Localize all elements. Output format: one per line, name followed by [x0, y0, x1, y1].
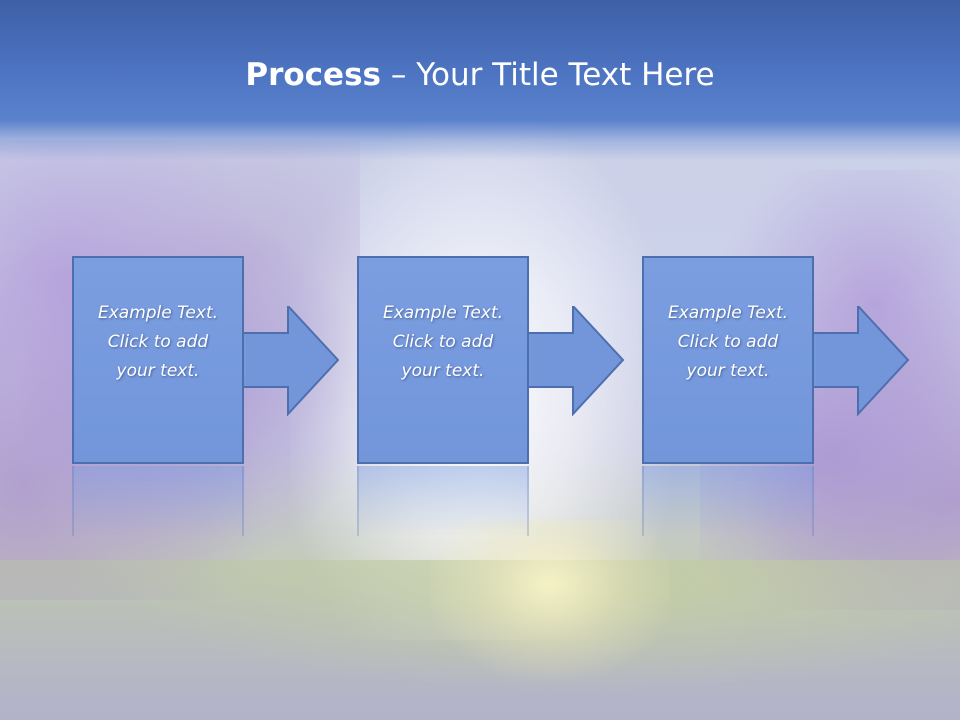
step-text: Example Text. Click to add your text. — [97, 302, 219, 381]
arrow-right-icon — [240, 306, 340, 416]
process-step-3: Example Text. Click to add your text. — [642, 256, 960, 556]
arrow-right-icon — [810, 306, 910, 416]
title-bold: Process — [245, 57, 381, 93]
sun-glow — [430, 520, 670, 680]
step-reflection — [357, 466, 529, 536]
step-text: Example Text. Click to add your text. — [667, 302, 789, 381]
step-text: Example Text. Click to add your text. — [382, 302, 504, 381]
title-bar — [0, 0, 960, 160]
arrow-right-icon — [525, 306, 625, 416]
step-box[interactable]: Example Text. Click to add your text. — [642, 256, 814, 464]
slide-title[interactable]: Process – Your Title Text Here — [0, 50, 960, 100]
step-box[interactable]: Example Text. Click to add your text. — [72, 256, 244, 464]
title-rest: – Your Title Text Here — [381, 57, 715, 93]
step-reflection — [642, 466, 814, 536]
process-step-2: Example Text. Click to add your text. — [357, 256, 697, 556]
process-step-1: Example Text. Click to add your text. — [72, 256, 412, 556]
step-reflection — [72, 466, 244, 536]
step-box[interactable]: Example Text. Click to add your text. — [357, 256, 529, 464]
